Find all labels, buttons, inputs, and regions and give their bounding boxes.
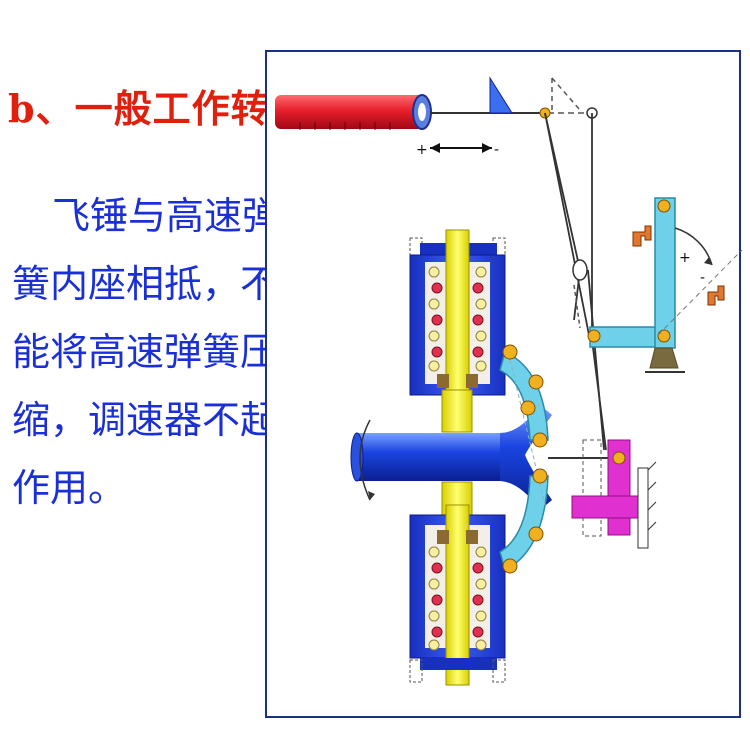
description-line: 作用。 — [12, 466, 127, 510]
description-line: 缩，调速器不起 — [12, 398, 279, 442]
stop-block — [489, 76, 513, 114]
lower-spring-coils — [428, 546, 487, 651]
description-text: 飞锤与高速弹 簧内座相抵，不 能将高速弹簧压 缩，调速器不起 作用。 — [12, 182, 281, 522]
minus-mark: - — [700, 270, 705, 286]
stop-screw — [632, 225, 652, 247]
speed-control-lever — [587, 197, 685, 373]
description-line: 簧内座相抵，不 — [12, 262, 279, 306]
description-line: 能将高速弹簧压 — [12, 330, 279, 374]
plus-mark: + — [416, 142, 428, 158]
upper-spring-housing — [409, 229, 506, 433]
minus-mark: - — [494, 142, 499, 158]
flyweight — [502, 344, 548, 574]
pin-joint — [572, 259, 588, 281]
floating-lever — [544, 112, 607, 451]
sleeve-guide — [582, 439, 602, 537]
description-line: 飞锤与高速弹 — [52, 194, 281, 238]
sliding-block — [571, 439, 657, 549]
lower-spring-housing — [409, 481, 506, 686]
upper-spring-coils — [428, 266, 487, 372]
stop-screw — [707, 285, 725, 306]
lever-swing-arc — [674, 227, 713, 266]
plus-mark: + — [679, 250, 691, 266]
control-rack — [275, 94, 432, 130]
